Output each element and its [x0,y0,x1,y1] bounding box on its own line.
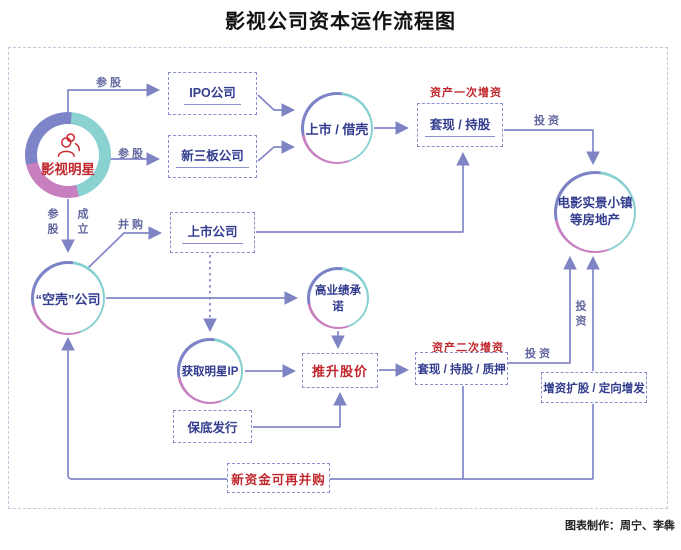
node-label: 获取明星IP [179,340,241,402]
node-label: 新三板公司 [176,145,249,168]
node-label: IPO公司 [184,82,241,105]
node-ipo-company: IPO公司 [168,72,257,115]
label-touzi-mid: 投资 [525,348,553,360]
node-label: 套现 / 持股 [424,114,496,137]
node-label: 高业绩承诺 [309,269,367,327]
edge-cashhold-to-movietown [504,129,600,166]
label-binggou: 并购 [118,219,146,231]
node-label-line2: 等房地产 [569,213,620,227]
node-cash-hold-pledge: 套现 / 持股 / 质押 [415,352,508,385]
node-label: 保底发行 [187,421,238,435]
node-nsb-company: 新三板公司 [168,135,257,178]
node-movie-star: 影视明星 [25,112,111,198]
label-first-asset-raise: 资产一次增资 [430,87,502,99]
label-chengli-vertical: 成立 [76,208,88,238]
users-icon [57,133,81,158]
edge-ipo-to-listedshell [257,94,296,117]
label-touzi-top: 投资 [534,115,562,127]
edge-shell-to-listedco [87,226,163,269]
node-label: 影视明星 [41,162,95,177]
label-touzi-vertical: 投资 [574,300,586,330]
node-label: “空壳”公司 [33,263,103,333]
node-guaranteed-release: 保底发行 [173,410,252,443]
edge-listedco-to-cashhold [256,151,470,233]
node-listed-or-shell: 上市 / 借壳 [301,92,373,164]
edge-guarantee-to-pushprice [253,391,347,428]
diagram-frame [8,47,668,509]
page-title: 影视公司资本运作流程图 [225,11,456,33]
node-shell-company: “空壳”公司 [31,261,105,335]
credit-text: 图表制作：周宁、李犇 [565,520,675,532]
node-label: 套现 / 持股 / 质押 [417,363,506,376]
edge-star-to-ipo [67,83,161,113]
label-cangu-mid: 参股 [118,148,146,160]
node-movie-town: 电影实景小镇 等房地产 [554,171,636,253]
edge-newmoney-to-shell [61,336,593,480]
edge-nsb-to-listedshell [257,140,296,162]
node-label-line1: 电影实景小镇 [557,195,633,210]
node-listed-company: 上市公司 [170,212,255,253]
node-label: 新资金可再并购 [231,472,326,487]
node-label: 增资扩股 / 定向增发 [543,382,645,395]
edge-pledge-to-movietown [508,255,577,364]
node-get-star-ip: 获取明星IP [177,338,243,404]
label-cangu-top: 参股 [96,77,124,89]
node-capital-increase: 增资扩股 / 定向增发 [541,372,647,403]
label-cangu-vertical: 参股 [46,208,58,238]
node-label: 推升股价 [311,364,368,379]
node-push-stock-price: 推升股价 [302,353,378,388]
node-label: 上市 / 借壳 [303,94,371,162]
node-new-money: 新资金可再并购 [227,463,330,493]
node-high-performance-promise: 高业绩承诺 [307,267,369,329]
node-cash-hold: 套现 / 持股 [417,103,503,147]
node-label: 上市公司 [182,221,243,244]
label-second-asset-raise: 资产二次增资 [432,342,504,354]
